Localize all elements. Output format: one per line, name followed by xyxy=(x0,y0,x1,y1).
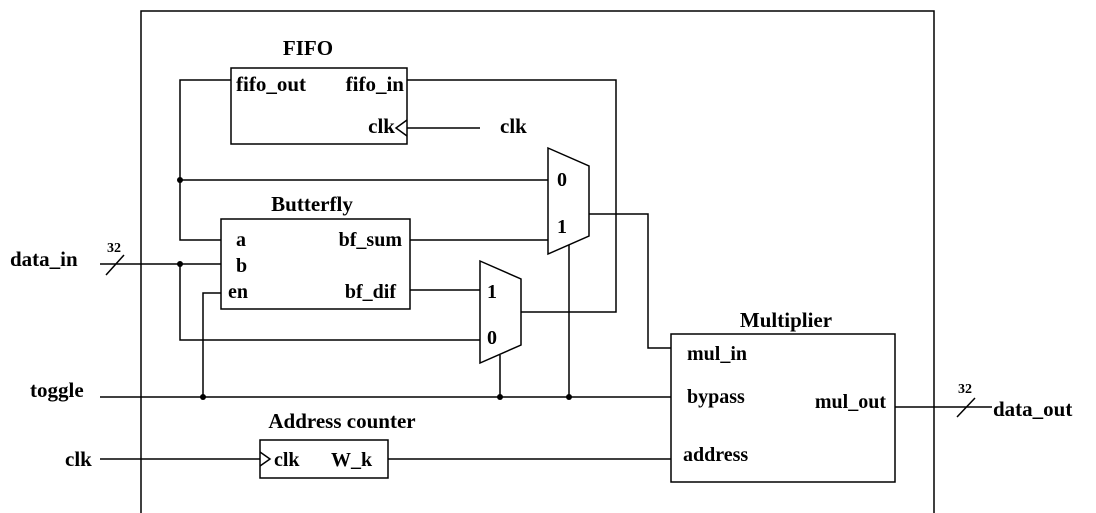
junction-data-in xyxy=(177,261,183,267)
data-out-label: data_out xyxy=(993,397,1072,421)
mux-top-shape xyxy=(547,146,590,256)
clk-input-label: clk xyxy=(65,447,92,471)
fifo-block: FIFO fifo_out fifo_in clk xyxy=(230,36,408,145)
multiplier-port-address: address xyxy=(683,444,748,466)
butterfly-block: Butterfly a b en bf_sum bf_dif xyxy=(220,192,411,310)
toggle-label: toggle xyxy=(30,378,84,402)
butterfly-port-sum: bf_sum xyxy=(339,229,403,251)
fifo-title: FIFO xyxy=(283,36,333,60)
multiplier-port-mul-in: mul_in xyxy=(687,343,747,365)
data-out-width: 32 xyxy=(958,382,972,397)
butterfly-port-en: en xyxy=(228,281,248,303)
butterfly-port-dif: bf_dif xyxy=(345,281,396,303)
wire-mux-top-out-to-mul-in xyxy=(589,213,671,349)
junction-toggle-mux-top xyxy=(566,394,572,400)
fifo-box xyxy=(230,67,408,145)
junction-toggle-mux-bottom xyxy=(497,394,503,400)
mux-bottom-in0: 0 xyxy=(487,327,497,349)
fifo-clk-input-label: clk xyxy=(500,114,527,138)
wire-fifo-out-to-butterfly-a xyxy=(179,79,231,241)
wire-toggle-to-en xyxy=(202,292,221,397)
data-in-bus-slash xyxy=(105,254,125,276)
multiplier-port-bypass: bypass xyxy=(687,386,745,408)
address-counter-title: Address counter xyxy=(268,409,415,433)
outer-frame xyxy=(140,10,935,513)
fifo-port-out: fifo_out xyxy=(236,72,306,96)
fifo-port-clk: clk xyxy=(368,114,395,138)
wire-data-in-to-mux-bottom-0 xyxy=(179,264,480,341)
mux-top-in1: 1 xyxy=(557,216,567,238)
fifo-port-in: fifo_in xyxy=(346,72,405,96)
butterfly-port-b: b xyxy=(236,255,247,277)
address-counter-port-wk: W_k xyxy=(331,449,373,471)
mux-bottom-in1: 1 xyxy=(487,281,497,303)
multiplier-port-mul-out: mul_out xyxy=(815,391,886,413)
mux-bottom: 1 0 xyxy=(479,259,522,365)
data-in-label: data_in xyxy=(10,247,78,271)
junction-toggle-en xyxy=(200,394,206,400)
butterfly-box xyxy=(220,218,411,310)
multiplier-box xyxy=(670,333,896,483)
address-counter-block: Address counter clk W_k xyxy=(259,409,416,479)
mux-bottom-shape xyxy=(479,259,522,365)
multiplier-title: Multiplier xyxy=(740,308,832,332)
butterfly-port-a: a xyxy=(236,229,246,251)
data-in-width: 32 xyxy=(107,241,121,256)
address-counter-port-clk: clk xyxy=(274,449,300,471)
multiplier-block: Multiplier mul_in bypass address mul_out xyxy=(670,308,896,483)
mux-top-in0: 0 xyxy=(557,169,567,191)
address-counter-clock-triangle xyxy=(259,451,272,467)
junction-fifo-loop xyxy=(177,177,183,183)
mux-top: 0 1 xyxy=(547,146,590,256)
fifo-clock-triangle xyxy=(394,119,408,137)
butterfly-title: Butterfly xyxy=(271,192,353,216)
